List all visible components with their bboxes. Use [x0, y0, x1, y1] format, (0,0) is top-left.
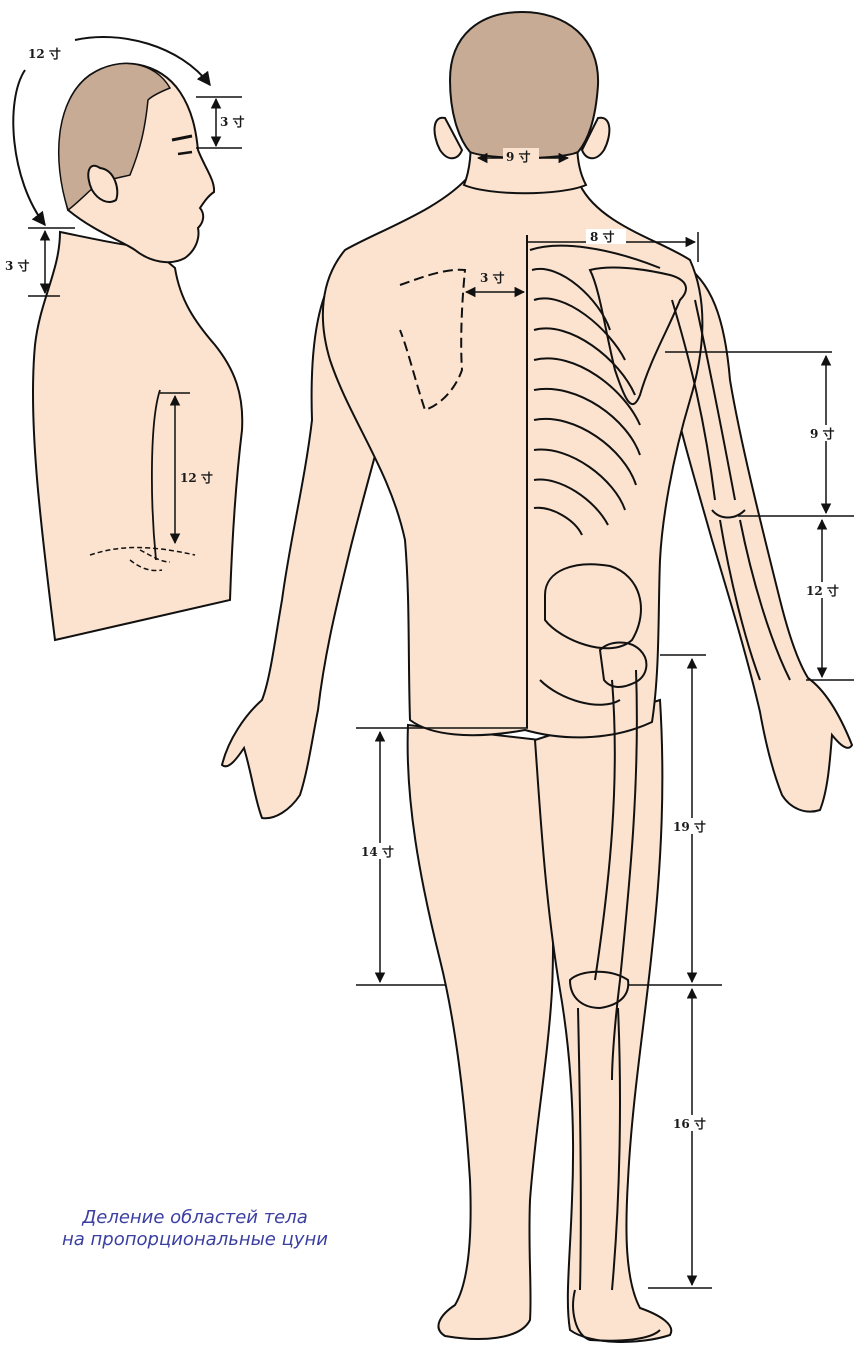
label-flank: 12 寸: [180, 470, 213, 485]
side-body: [33, 232, 242, 640]
caption-line-2: на пропорциональные цуни: [10, 1229, 380, 1251]
label-neck-back: 3 寸: [5, 258, 30, 273]
label-head-arc: 12 寸: [28, 46, 61, 61]
label-thigh-lateral: 19 寸: [673, 819, 706, 834]
caption-line-1: Деление областей тела: [10, 1207, 380, 1229]
label-scapula-spine: 3 寸: [480, 270, 505, 285]
label-forearm: 12 寸: [806, 583, 839, 598]
torso: [323, 175, 703, 737]
back-head: [450, 12, 598, 158]
left-leg: [408, 725, 553, 1339]
diagram-caption: Деление областей тела на пропорциональны…: [10, 1207, 380, 1251]
label-upper-arm: 9 寸: [810, 426, 835, 441]
head-arc-arrow-2: [13, 70, 45, 225]
label-head-forehead: 3 寸: [220, 114, 245, 129]
label-shoulder-width: 8 寸: [590, 229, 615, 244]
label-lower-leg: 16 寸: [673, 1116, 706, 1131]
label-neck-width: 9 寸: [506, 149, 531, 164]
label-thigh-medial: 14 寸: [361, 844, 394, 859]
back-view-figure: 9 寸 8 寸 3 寸 9 寸 12 寸 14 寸 19 寸: [222, 12, 854, 1342]
side-view-figure: 12 寸 3 寸 3 寸 12 寸: [5, 37, 245, 640]
right-leg: [535, 700, 671, 1342]
